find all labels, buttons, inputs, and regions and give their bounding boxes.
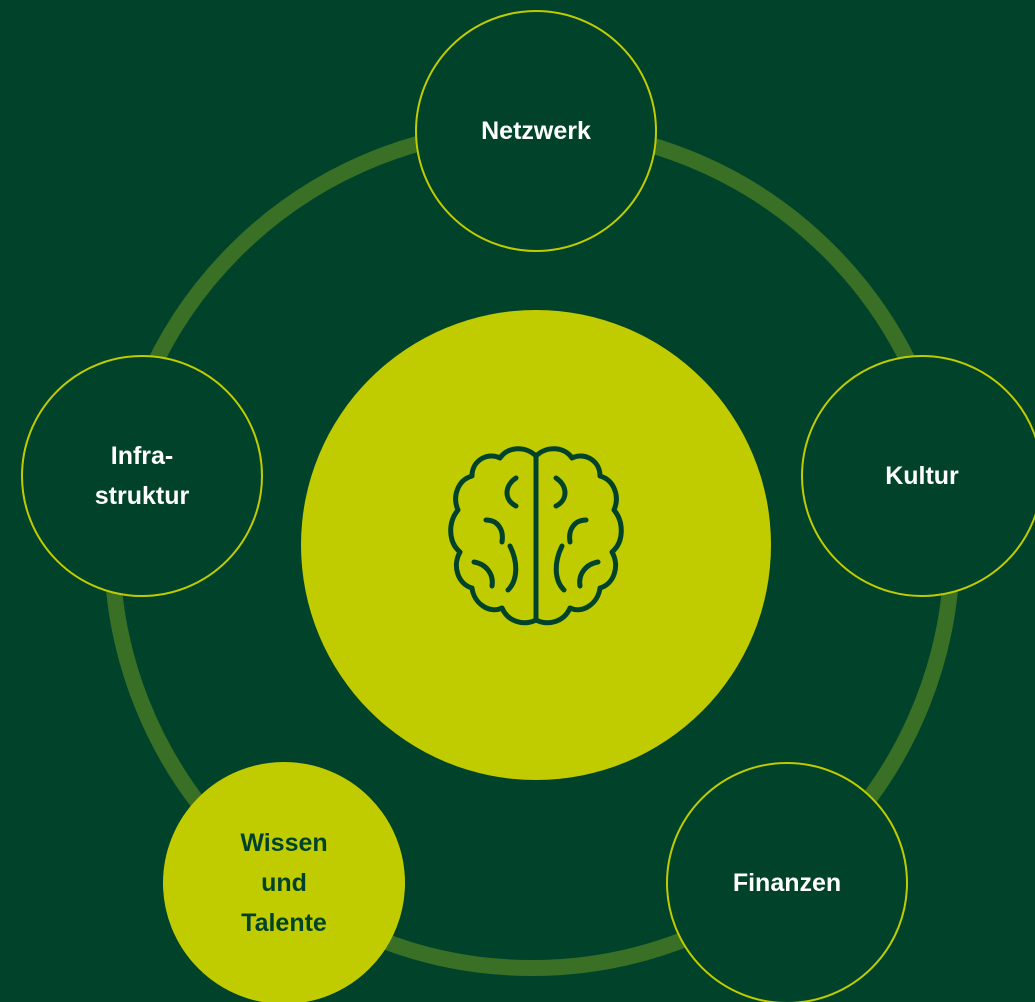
node-infrastruktur[interactable]: Infra- struktur — [21, 355, 263, 597]
node-netzwerk[interactable]: Netzwerk — [415, 10, 657, 252]
node-wissen-und-talente[interactable]: Wissen und Talente — [163, 762, 405, 1002]
node-label-wissen-und-talente: Wissen und Talente — [240, 829, 328, 937]
node-label-infrastruktur: Infra- struktur — [94, 442, 190, 510]
center-hub — [301, 310, 771, 780]
node-kultur[interactable]: Kultur — [801, 355, 1035, 597]
node-finanzen[interactable]: Finanzen — [666, 762, 908, 1002]
node-label-netzwerk: Netzwerk — [481, 117, 591, 145]
node-label-kultur: Kultur — [885, 462, 959, 490]
node-label-finanzen: Finanzen — [732, 869, 842, 897]
brain-icon — [448, 445, 624, 625]
